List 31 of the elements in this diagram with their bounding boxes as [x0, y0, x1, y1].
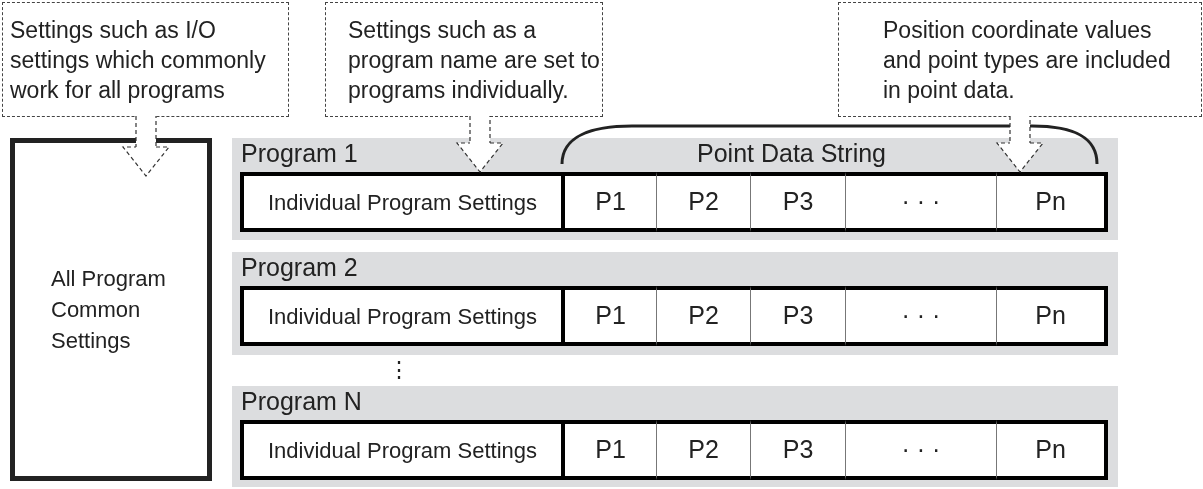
- hollow-arrow: [996, 115, 1044, 173]
- program-band: [232, 252, 1118, 355]
- program-band: [232, 386, 1118, 487]
- table-cell: P1: [565, 420, 657, 480]
- brace-label: Point Data String: [697, 139, 886, 167]
- table-cell: Pn: [997, 286, 1108, 346]
- table-cell: · · ·: [846, 420, 997, 480]
- table-cell: · · ·: [846, 286, 997, 346]
- settings-block: All Program Common Settings: [10, 138, 212, 481]
- table-cell: · · ·: [846, 172, 997, 232]
- table-cell: P1: [565, 172, 657, 232]
- band-title: Program 1: [241, 139, 358, 167]
- table-cell: P2: [657, 420, 751, 480]
- callout-box: Settings such as a program name are set to programs individually.: [325, 2, 603, 117]
- band-title: Program 2: [241, 253, 358, 281]
- vertical-ellipsis: ⋮: [388, 357, 410, 383]
- table-cell: P3: [751, 172, 846, 232]
- program-band: [232, 138, 1118, 240]
- table-cell: P3: [751, 286, 846, 346]
- table-cell: Individual Program Settings: [240, 286, 565, 346]
- table-cell: P2: [657, 286, 751, 346]
- callout-box: Settings such as I/O settings which commonly work for all programs: [2, 2, 289, 117]
- table-cell: Pn: [997, 420, 1108, 480]
- table-cell: P3: [751, 420, 846, 480]
- table-cell: P1: [565, 286, 657, 346]
- table-cell: P2: [657, 172, 751, 232]
- table-cell: Individual Program Settings: [240, 420, 565, 480]
- hollow-arrow: [122, 115, 170, 177]
- hollow-arrow: [456, 115, 504, 173]
- callout-box: Position coordinate values and point types are included in point data.: [838, 2, 1202, 117]
- band-title: Program N: [241, 387, 362, 415]
